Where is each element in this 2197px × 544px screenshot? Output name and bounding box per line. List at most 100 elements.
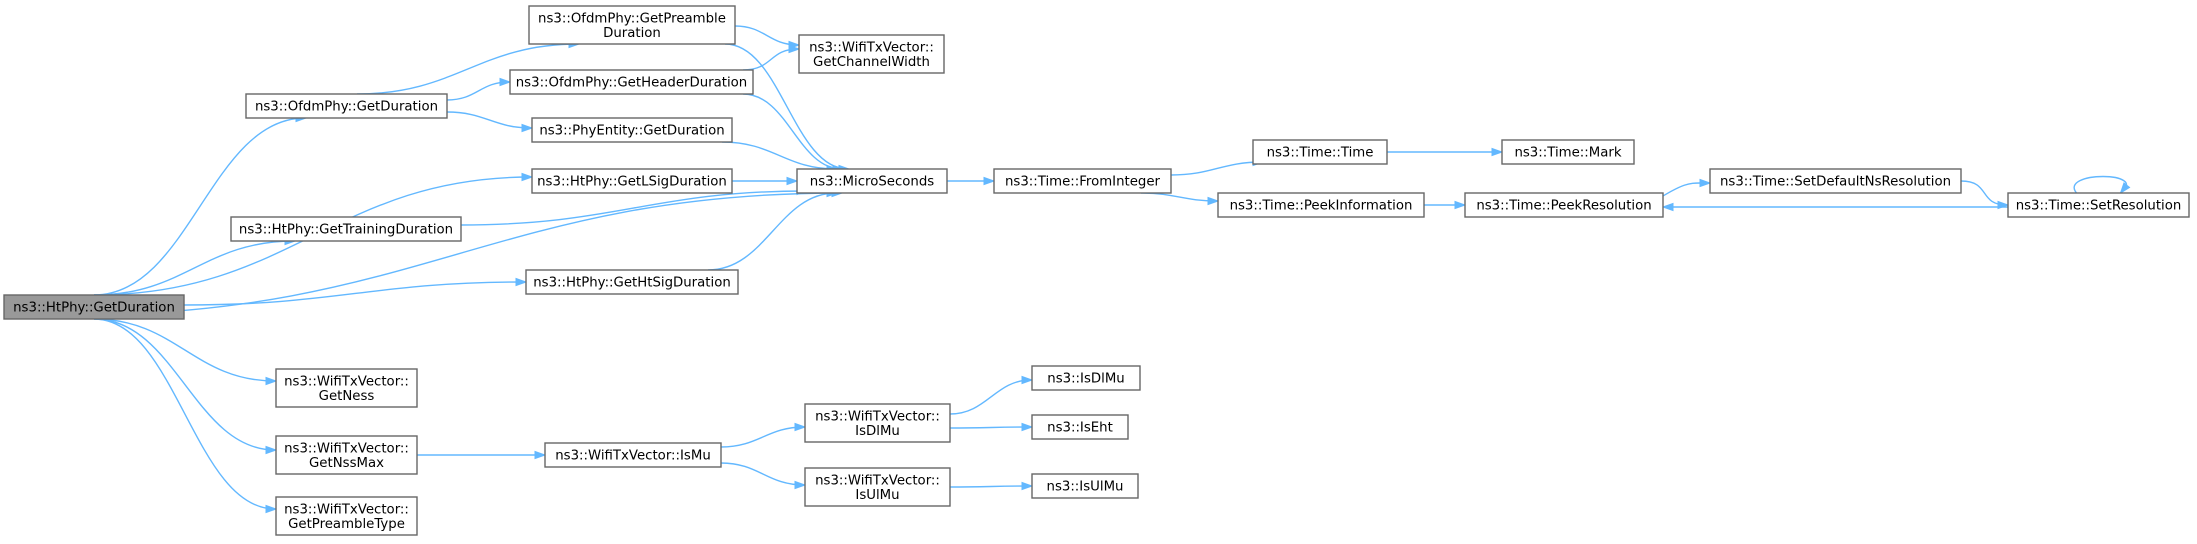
node-ht-getduration[interactable]: ns3::HtPhy::GetDuration bbox=[3, 294, 185, 320]
node-box bbox=[275, 435, 418, 475]
node-box bbox=[544, 442, 722, 468]
edge-arrowhead bbox=[1454, 200, 1467, 210]
edge-time_setresolution-to-time_peekresolution bbox=[1661, 202, 2008, 212]
edge-line bbox=[720, 462, 805, 486]
node-ht-gethtsig[interactable]: ns3::HtPhy::GetHtSigDuration bbox=[525, 269, 739, 295]
node-label: ns3::HtPhy::GetHtSigDuration bbox=[533, 276, 731, 291]
edge-time_frominteger-to-time_time bbox=[1170, 157, 1265, 176]
edge-time_setdefaultns-to-time_setresolution bbox=[1960, 180, 2010, 210]
node-box bbox=[796, 168, 948, 194]
edge-line bbox=[93, 117, 306, 296]
edge-time_peekinformation-to-time_peekresolution bbox=[1424, 200, 1467, 210]
node-label: ns3::HtPhy::GetLSigDuration bbox=[537, 175, 727, 190]
edge-line bbox=[73, 192, 842, 316]
node-label: ns3::WifiTxVector:: bbox=[809, 40, 934, 55]
node-time-peekresolution[interactable]: ns3::Time::PeekResolution bbox=[1464, 192, 1664, 218]
node-microseconds[interactable]: ns3::MicroSeconds bbox=[796, 168, 948, 194]
node-label: ns3::OfdmPhy::GetHeaderDuration bbox=[516, 76, 748, 91]
node-time-mark[interactable]: ns3::Time::Mark bbox=[1501, 139, 1635, 165]
nodes-layer: ns3::HtPhy::GetDuration ns3::OfdmPhy::Get… bbox=[3, 5, 2190, 536]
node-wtv-getnssmax[interactable]: ns3::WifiTxVector::GetNssMax bbox=[275, 435, 418, 475]
edge-line bbox=[742, 93, 843, 170]
node-wtv-isulmu[interactable]: ns3::WifiTxVector::IsUlMu bbox=[804, 467, 951, 507]
edge-arrowhead bbox=[786, 176, 799, 186]
edge-ofdm_getheader-to-wtv_getchannelwidth bbox=[742, 44, 801, 71]
node-label: GetPreambleType bbox=[288, 517, 405, 532]
node-time-setdefaultns[interactable]: ns3::Time::SetDefaultNsResolution bbox=[1709, 168, 1962, 194]
edge-ht_getduration-to-wtv_getpreambletype bbox=[93, 318, 278, 514]
node-box bbox=[3, 294, 185, 320]
node-ofdm-getheader[interactable]: ns3::OfdmPhy::GetHeaderDuration bbox=[509, 69, 754, 95]
node-box bbox=[245, 93, 448, 119]
node-wtv-ismu[interactable]: ns3::WifiTxVector::IsMu bbox=[544, 442, 722, 468]
node-wtv-getpreambletype[interactable]: ns3::WifiTxVector::GetPreambleType bbox=[275, 496, 418, 536]
edge-wtv_ismu-to-wtv_isdlmu bbox=[720, 422, 807, 448]
node-time-frominteger[interactable]: ns3::Time::FromInteger bbox=[993, 168, 1172, 194]
edge-arrowhead bbox=[788, 44, 801, 54]
node-wtv-isdlmu[interactable]: ns3::WifiTxVector::IsDlMu bbox=[804, 403, 951, 443]
node-time-peekinformation[interactable]: ns3::Time::PeekInformation bbox=[1217, 192, 1425, 218]
edge-arrowhead bbox=[1021, 422, 1034, 432]
node-box bbox=[531, 168, 733, 194]
edge-time_time-to-time_mark bbox=[1386, 147, 1504, 157]
node-isdlmu[interactable]: ns3::IsDlMu bbox=[1031, 365, 1141, 391]
node-label: ns3::Time::PeekInformation bbox=[1230, 199, 1413, 214]
node-label: GetNssMax bbox=[309, 456, 384, 471]
edge-arrowhead bbox=[1491, 147, 1504, 157]
node-label: ns3::HtPhy::GetDuration bbox=[13, 301, 175, 316]
node-ht-getlsig[interactable]: ns3::HtPhy::GetLSigDuration bbox=[531, 168, 733, 194]
node-label: ns3::Time::Time bbox=[1267, 146, 1374, 161]
edge-line bbox=[1140, 192, 1218, 202]
edge-wtv_isulmu-to-isulmu bbox=[949, 481, 1034, 491]
node-label: ns3::OfdmPhy::GetPreamble bbox=[538, 11, 726, 26]
node-time-setresolution[interactable]: ns3::Time::SetResolution bbox=[2007, 192, 2190, 218]
edge-wtv_isdlmu-to-isdlmu bbox=[949, 375, 1034, 415]
node-wtv-getchannelwidth[interactable]: ns3::WifiTxVector::GetChannelWidth bbox=[798, 34, 945, 74]
node-label: ns3::IsUlMu bbox=[1047, 480, 1124, 495]
node-isulmu[interactable]: ns3::IsUlMu bbox=[1031, 473, 1139, 499]
edge-line bbox=[93, 318, 276, 451]
node-box bbox=[798, 34, 945, 74]
edge-ofdm_getduration-to-ofdm_getheader bbox=[446, 77, 512, 101]
edge-time_setresolution-to-time_setresolution bbox=[2073, 175, 2131, 195]
node-label: ns3::Time::FromInteger bbox=[1005, 175, 1161, 190]
node-label: ns3::WifiTxVector:: bbox=[284, 441, 409, 456]
node-label: Duration bbox=[603, 26, 661, 41]
edge-line bbox=[949, 426, 1032, 429]
edge-arrowhead bbox=[1021, 481, 1034, 491]
edge-line bbox=[93, 318, 276, 510]
node-box bbox=[1031, 473, 1139, 499]
node-label: ns3::OfdmPhy::GetDuration bbox=[255, 100, 438, 115]
node-box bbox=[993, 168, 1172, 194]
node-box bbox=[1501, 139, 1635, 165]
edge-wtv_isdlmu-to-iseht bbox=[949, 422, 1034, 432]
edge-line bbox=[1960, 180, 2008, 206]
edge-ofdm_getduration-to-phyentity_getduration bbox=[446, 111, 534, 133]
edge-arrowhead bbox=[265, 376, 278, 386]
node-ofdm-getduration[interactable]: ns3::OfdmPhy::GetDuration bbox=[245, 93, 448, 119]
edge-arrowhead bbox=[983, 176, 996, 186]
node-box bbox=[1031, 365, 1141, 391]
node-ht-gettraining[interactable]: ns3::HtPhy::GetTrainingDuration bbox=[230, 216, 462, 242]
node-label: ns3::HtPhy::GetTrainingDuration bbox=[239, 223, 453, 238]
node-box bbox=[804, 403, 951, 443]
edge-line bbox=[93, 318, 276, 382]
edge-arrowhead bbox=[265, 445, 278, 455]
edge-arrowhead bbox=[2119, 182, 2131, 195]
node-box bbox=[528, 5, 736, 45]
node-iseht[interactable]: ns3::IsEht bbox=[1031, 414, 1129, 440]
edge-line bbox=[460, 190, 807, 226]
node-phyentity-getduration[interactable]: ns3::PhyEntity::GetDuration bbox=[531, 117, 733, 143]
node-box bbox=[1031, 414, 1129, 440]
node-wtv-getness[interactable]: ns3::WifiTxVector::GetNess bbox=[275, 368, 418, 408]
edge-arrowhead bbox=[794, 480, 807, 490]
node-box bbox=[1709, 168, 1962, 194]
edge-line bbox=[721, 141, 837, 170]
node-box bbox=[1217, 192, 1425, 218]
node-box bbox=[230, 216, 462, 242]
edge-arrowhead bbox=[794, 422, 807, 432]
node-time-time[interactable]: ns3::Time::Time bbox=[1252, 139, 1388, 165]
node-label: GetChannelWidth bbox=[813, 55, 930, 70]
